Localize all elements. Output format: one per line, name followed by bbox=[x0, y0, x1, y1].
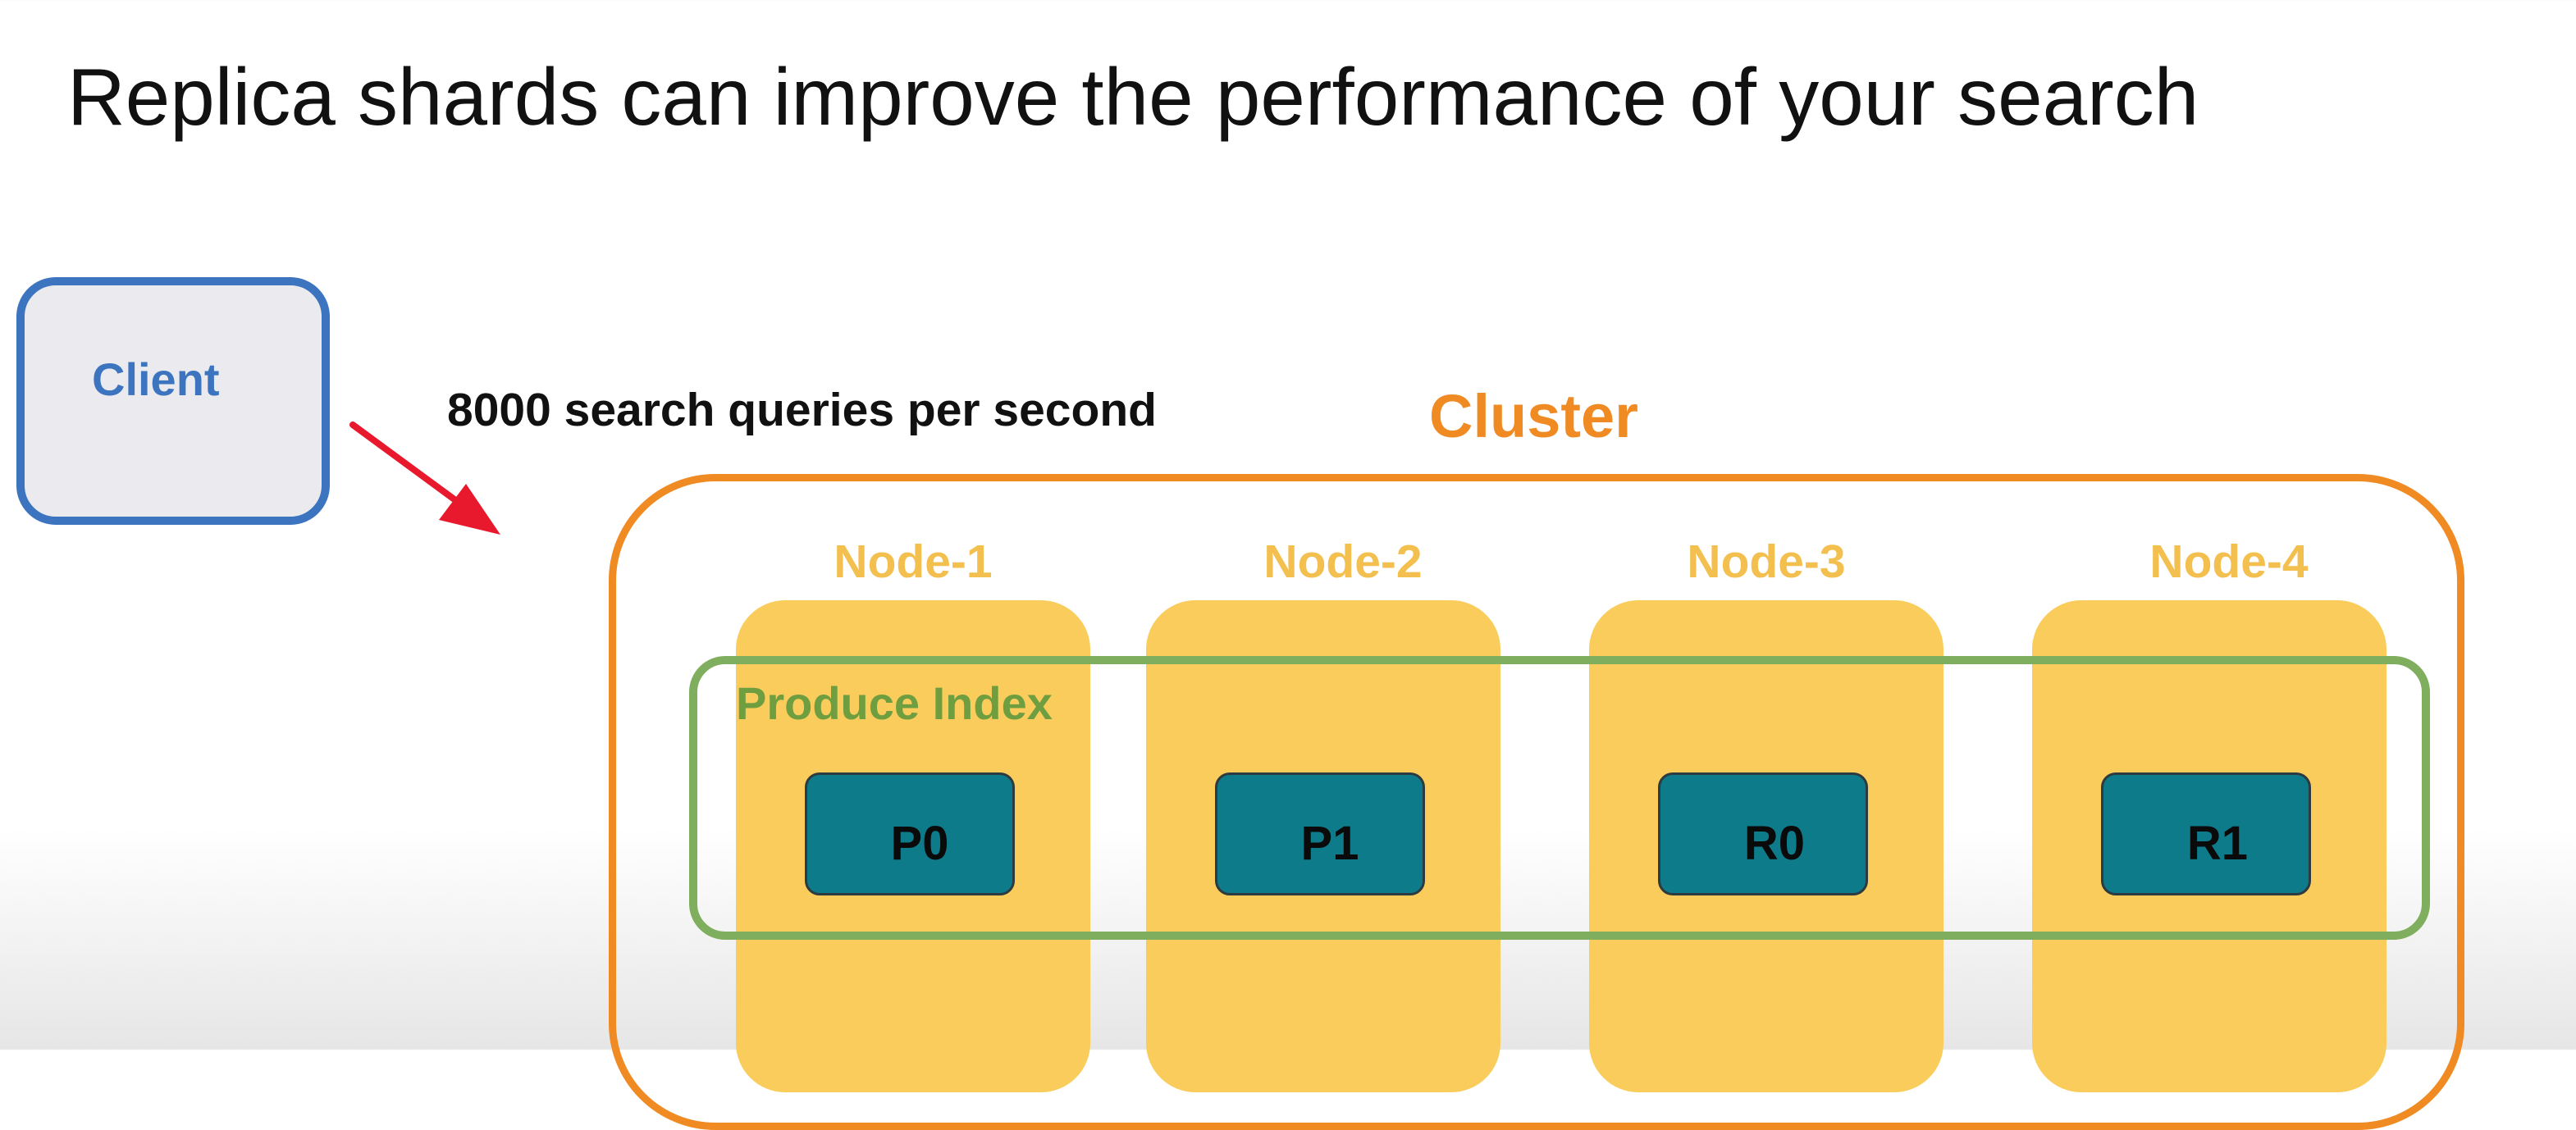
shard-r1: R1 bbox=[2101, 772, 2311, 895]
shard-r0: R0 bbox=[1658, 772, 1868, 895]
shard-label: P0 bbox=[890, 817, 949, 870]
shard-p1: P1 bbox=[1215, 772, 1425, 895]
node-label-4: Node-4 bbox=[2149, 535, 2309, 588]
node-label-1: Node-1 bbox=[834, 535, 993, 588]
shard-label: R1 bbox=[2186, 817, 2249, 870]
index-label: Produce Index bbox=[736, 677, 1053, 729]
shard-label: P1 bbox=[1300, 817, 1359, 870]
traffic-label: 8000 search queries per second bbox=[447, 384, 1157, 436]
client-box: Client bbox=[16, 277, 330, 525]
node-label-3: Node-3 bbox=[1687, 535, 1846, 588]
node-label-2: Node-2 bbox=[1263, 535, 1423, 588]
client-label: Client bbox=[92, 353, 220, 405]
cluster-title: Cluster bbox=[1429, 382, 1638, 450]
slide-title: Replica shards can improve the performan… bbox=[67, 52, 2199, 142]
index-box bbox=[689, 656, 2430, 940]
shard-label: R0 bbox=[1743, 817, 1806, 870]
shard-p0: P0 bbox=[805, 772, 1015, 895]
